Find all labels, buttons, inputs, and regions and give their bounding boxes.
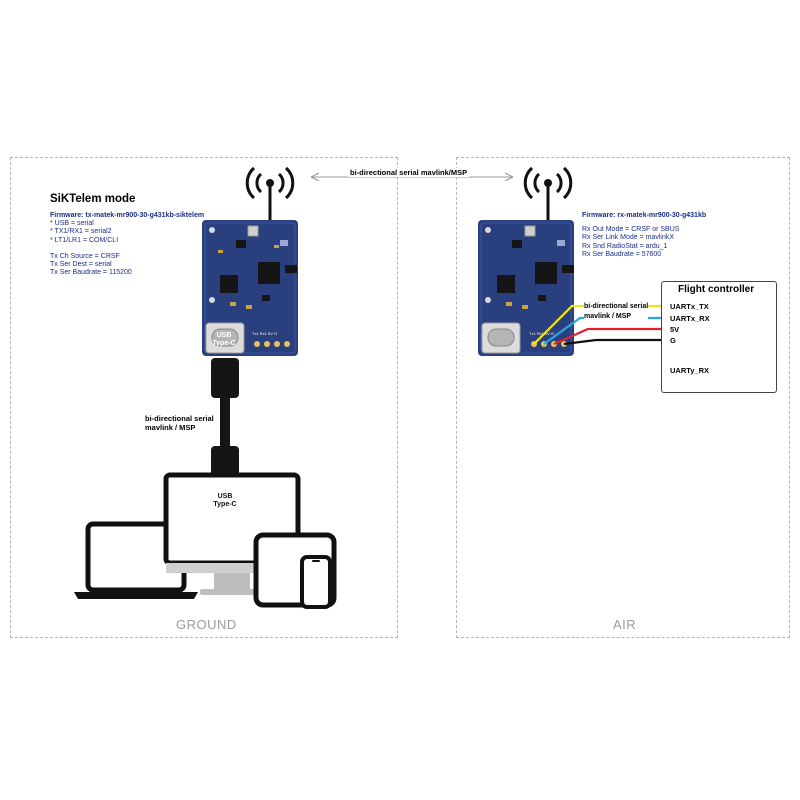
link-label: bi-directional serial mavlink/MSP	[348, 168, 470, 177]
config-line: * USB = serial	[50, 220, 94, 228]
air-receiver-board: Tx1 Rx1 5V G	[478, 220, 574, 356]
ground-panel-label: GROUND	[176, 617, 237, 632]
config-line: Rx Snd RadioStat = ardu_1	[582, 242, 668, 250]
wire-label-line1: bi-directional serial	[584, 302, 649, 312]
usb-plug-line2: Type-C	[213, 501, 237, 508]
config-line: Tx Ch Source = CRSF	[50, 252, 120, 260]
config-line: Rx Ser Link Mode = mavlinkX	[582, 234, 675, 242]
cable-label-line2: mavlink / MSP	[145, 423, 196, 432]
air-config: Firmware: rx-matek-mr900-30-g431kb Rx Ou…	[582, 212, 706, 259]
air-panel-label: AIR	[613, 617, 637, 632]
ground-panel	[10, 157, 398, 638]
wire-gnd	[563, 338, 668, 346]
ground-config: Firmware: tx-matek-mr900-30-g431kb-sikte…	[50, 212, 204, 277]
flight-controller-box	[661, 281, 777, 393]
svg-text:Tx1 Rx1 5V G: Tx1 Rx1 5V G	[529, 331, 554, 336]
usb-port-label: USB Type-C	[209, 332, 239, 348]
mode-title: SiKTelem mode	[50, 193, 136, 205]
fc-pin-uartx-rx: UARTx_RX	[670, 314, 710, 323]
config-line: * LT1/LR1 = COM/CLI	[50, 236, 119, 244]
config-line: Rx Out Mode = CRSF or SBUS	[582, 226, 680, 234]
air-panel	[456, 157, 790, 638]
fc-pin-gnd: G	[670, 336, 676, 345]
wire-label-line2: mavlink / MSP	[584, 311, 649, 321]
config-line: Rx Ser Baudrate = 57600	[582, 250, 662, 258]
usb-plug-label: USB Type-C	[209, 493, 241, 509]
fc-pin-uartx-tx: UARTx_TX	[670, 302, 709, 311]
config-line: Tx Ser Dest = serial	[50, 261, 112, 269]
phone-icon	[300, 555, 332, 609]
wire-5v	[553, 327, 668, 346]
svg-text:Tx1 Rx1 5V G: Tx1 Rx1 5V G	[252, 331, 277, 336]
cable-label-line1: bi-directional serial	[145, 414, 214, 423]
antenna-icon	[245, 166, 295, 222]
flight-controller-title: Flight controller	[678, 284, 755, 295]
wire-label: bi-directional serial mavlink / MSP	[584, 302, 649, 321]
ground-receiver-board: Tx1 Rx1 5V G	[202, 220, 298, 356]
usb-port-line1: USB	[216, 332, 232, 339]
config-line: * TX1/RX1 = serial2	[50, 228, 112, 236]
cable-label: bi-directional serial mavlink / MSP	[145, 414, 214, 432]
antenna-icon	[523, 166, 573, 222]
fc-pin-5v: 5V	[670, 325, 680, 334]
usb-port-line2: Type-C	[212, 340, 236, 347]
air-firmware: Firmware: rx-matek-mr900-30-g431kb	[582, 212, 707, 219]
config-line: Tx Ser Baudrate = 115200	[50, 269, 132, 277]
usb-plug-line1: USB	[217, 493, 233, 500]
ground-firmware: Firmware: tx-matek-mr900-30-g431kb-sikte…	[50, 212, 205, 219]
fc-pin-uarty-rx: UARTy_RX	[670, 366, 710, 375]
